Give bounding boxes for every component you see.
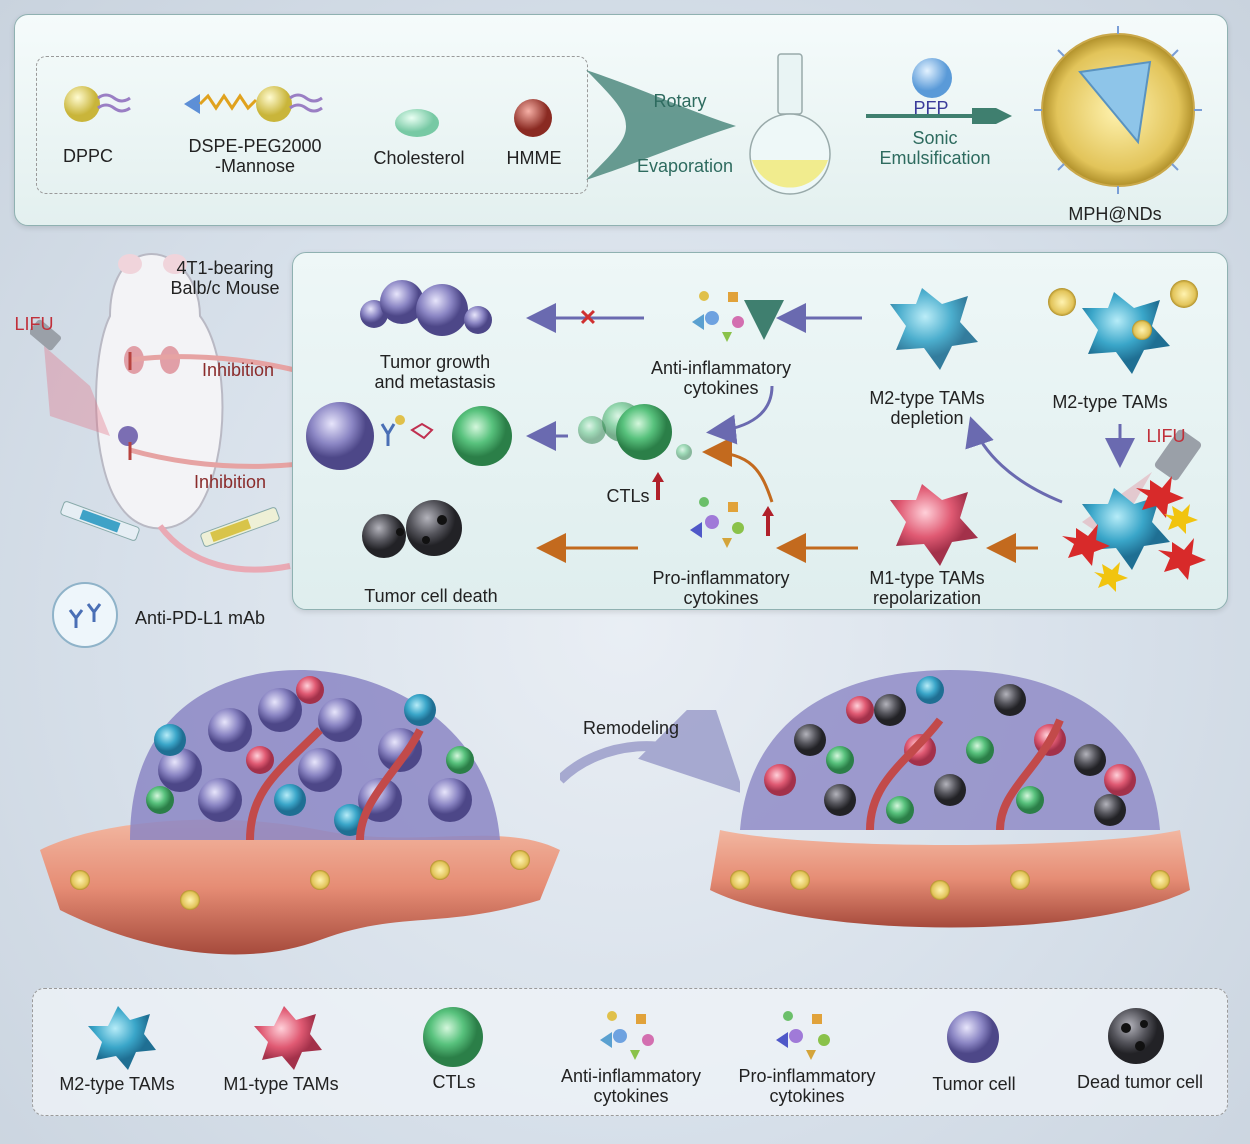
- rotary-label: Rotary: [653, 91, 707, 111]
- sonic-emulsification-label: Sonic Emulsification: [879, 128, 991, 168]
- tumor-cell-death-label: Tumor cell death: [364, 586, 498, 606]
- cholesterol-icon: [395, 109, 439, 137]
- legend-ctls-icon: [423, 1007, 483, 1067]
- remodeling-arrow: [560, 710, 740, 795]
- material-hmme: HMME: [506, 148, 562, 168]
- mouse-label: 4T1-bearing Balb/c Mouse: [170, 258, 280, 298]
- ctls-label: CTLs: [606, 486, 650, 506]
- m2-depletion-label: M2-type TAMs depletion: [869, 388, 985, 428]
- material-dspe-peg2000-mannose: DSPE-PEG2000 -Mannose: [188, 136, 322, 176]
- lifu-label-left: LIFU: [14, 314, 54, 334]
- tumor-tissue-before: [40, 670, 560, 955]
- legend-m2-tams-icon: [88, 1006, 156, 1070]
- mouse-icon: [30, 253, 291, 573]
- dppc-icon: [64, 86, 131, 122]
- sonic-arrow: [866, 108, 1012, 124]
- synthesis-panel: [14, 14, 1228, 226]
- round-flask-icon: [749, 53, 831, 195]
- tumor-growth-label: Tumor growth and metastasis: [374, 352, 496, 392]
- pfp-label: PFP: [913, 98, 949, 118]
- anti-pd-l1-label: Anti-PD-L1 mAb: [134, 608, 266, 628]
- legend-m1-tams-icon: [254, 1006, 322, 1070]
- legend-anti-inflammatory-icon: [600, 1011, 654, 1060]
- mph-nd-nanodroplet-icon: [1034, 26, 1202, 194]
- material-dppc: DPPC: [62, 146, 113, 166]
- rotary-evaporation-arrow: [586, 70, 736, 180]
- legend-pro-inflammatory-icon: [776, 1011, 830, 1060]
- legend-m2-tams-label: M2-type TAMs: [59, 1074, 175, 1094]
- m2-tams-label: M2-type TAMs: [1052, 392, 1168, 412]
- inhibition-label-1: Inhibition: [201, 360, 275, 380]
- anti-inflammatory-label: Anti-inflammatory cytokines: [650, 358, 792, 398]
- inhibition-label-2: Inhibition: [193, 472, 267, 492]
- anti-pd-l1-bubble-icon: [52, 582, 118, 648]
- legend-m1-tams-label: M1-type TAMs: [223, 1074, 339, 1094]
- dspe-peg-mannose-icon: [184, 86, 323, 122]
- hmme-icon: [514, 99, 552, 137]
- pfp-bubble-icon: [912, 58, 952, 98]
- legend-anti-inflammatory-label: Anti-inflammatory cytokines: [560, 1066, 702, 1106]
- mechanism-graphics: ✕: [306, 280, 1206, 592]
- legend-tumor-cell-label: Tumor cell: [932, 1074, 1016, 1094]
- pro-inflammatory-label: Pro-inflammatory cytokines: [652, 568, 790, 608]
- svg-text:✕: ✕: [579, 305, 597, 330]
- legend-dead-tumor-cell-icon: [1108, 1008, 1164, 1064]
- syringe-icons: [60, 501, 280, 547]
- evaporation-label: Evaporation: [636, 156, 734, 176]
- tumor-tissue-after: [710, 670, 1190, 928]
- material-cholesterol: Cholesterol: [373, 148, 465, 168]
- legend-ctls-label: CTLs: [432, 1072, 476, 1092]
- legend-panel: [32, 988, 1228, 1116]
- legend-pro-inflammatory-label: Pro-inflammatory cytokines: [738, 1066, 876, 1106]
- remodeling-label: Remodeling: [582, 718, 680, 738]
- materials-box: [36, 56, 588, 194]
- legend-tumor-cell-icon: [947, 1011, 999, 1063]
- m1-repolarization-label: M1-type TAMs repolarization: [869, 568, 985, 608]
- mph-nds-label: MPH@NDs: [1068, 204, 1162, 224]
- legend-dead-tumor-cell-label: Dead tumor cell: [1076, 1072, 1204, 1092]
- lifu-label-right: LIFU: [1146, 426, 1186, 446]
